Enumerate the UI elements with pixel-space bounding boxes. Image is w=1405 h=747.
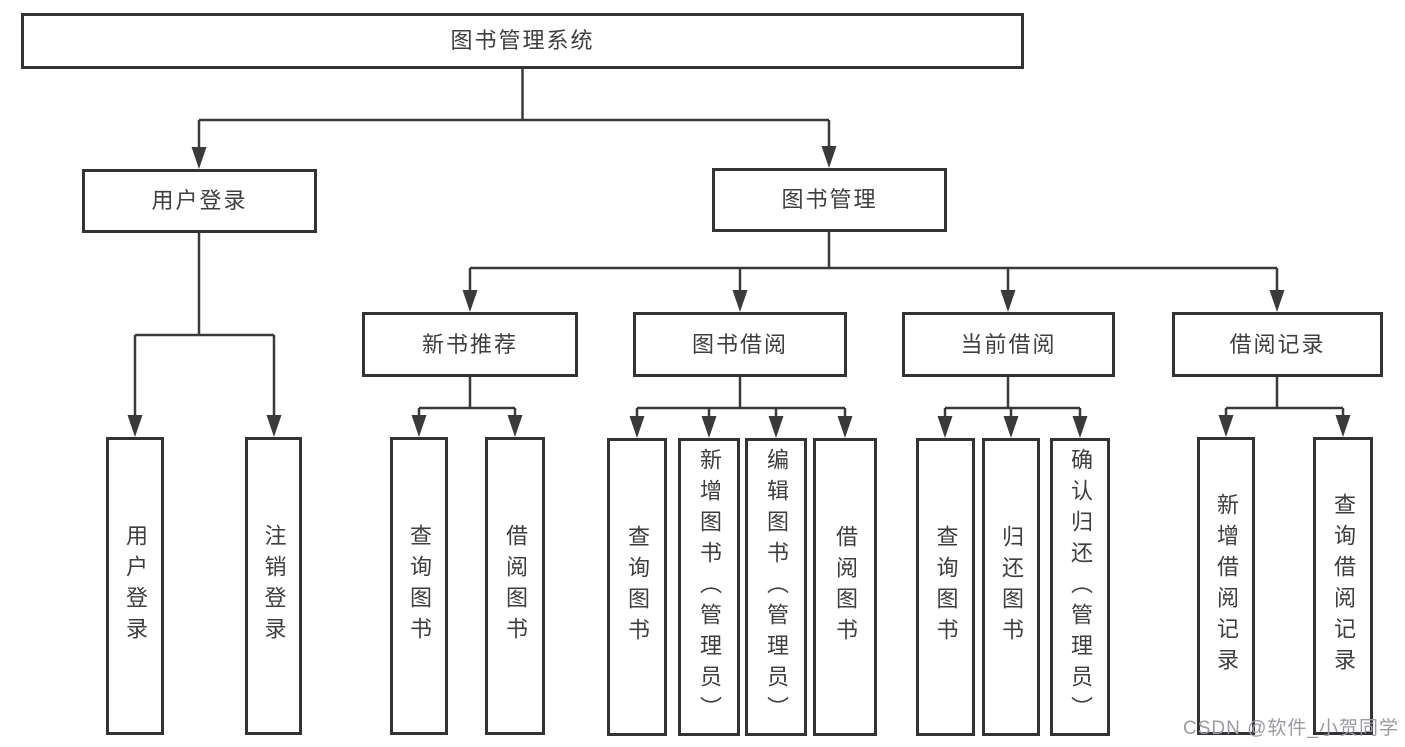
connector-new-book-recommend-to-leaves: [411, 377, 523, 437]
node-label: 归还图书: [999, 525, 1024, 649]
node-label: 确认归还（管理员）: [1068, 447, 1093, 727]
connector-book-management-to-level3: [462, 232, 1285, 312]
node-leaf-add-borrow-record: 新增借阅记录: [1197, 437, 1255, 735]
node-label: 用户登录: [123, 524, 148, 648]
node-label: 借阅图书: [503, 524, 528, 648]
node-label: 查询图书: [407, 524, 432, 648]
node-leaf-borrow-books-borrowing: 借阅图书: [813, 438, 877, 736]
node-label: 图书借阅: [691, 331, 788, 357]
node-label: 当前借阅: [960, 331, 1057, 357]
node-user-login: 用户登录: [82, 169, 317, 233]
node-leaf-user-login: 用户登录: [106, 437, 164, 735]
connector-root-to-level2: [191, 69, 837, 169]
node-book-borrowing: 图书借阅: [633, 312, 847, 377]
node-label: 查询借阅记录: [1331, 493, 1356, 679]
node-root-system: 图书管理系统: [21, 13, 1024, 69]
node-label: 编辑图书（管理员）: [764, 447, 789, 727]
node-label: 注销登录: [261, 524, 287, 648]
node-label: 新书推荐: [421, 331, 518, 357]
node-label: 新增图书（管理员）: [697, 447, 722, 727]
node-leaf-logout: 注销登录: [245, 437, 302, 735]
node-label: 查询图书: [933, 525, 959, 649]
connector-book-borrowing-to-leaves: [629, 377, 853, 438]
node-leaf-confirm-return-admin: 确认归还（管理员）: [1050, 438, 1110, 736]
node-leaf-query-borrow-record: 查询借阅记录: [1313, 437, 1373, 735]
node-leaf-return-books: 归还图书: [982, 438, 1040, 736]
node-leaf-edit-books-admin: 编辑图书（管理员）: [745, 438, 807, 736]
connector-borrowing-records-to-leaves: [1218, 377, 1351, 437]
node-label: 用户登录: [151, 188, 248, 213]
node-current-borrowing: 当前借阅: [902, 312, 1115, 377]
node-leaf-query-books-borrowing: 查询图书: [607, 438, 667, 736]
node-borrowing-records: 借阅记录: [1172, 312, 1383, 377]
node-leaf-add-books-admin: 新增图书（管理员）: [678, 438, 740, 736]
node-leaf-borrow-books-recommend: 借阅图书: [485, 437, 545, 735]
node-label: 新增借阅记录: [1214, 493, 1239, 679]
connector-current-borrowing-to-leaves: [937, 377, 1088, 438]
node-label: 图书管理: [781, 187, 878, 212]
node-leaf-query-books-current: 查询图书: [916, 438, 975, 736]
node-label: 查询图书: [625, 525, 650, 649]
node-leaf-query-books-recommend: 查询图书: [390, 437, 448, 735]
node-label: 借阅图书: [833, 525, 858, 649]
csdn-watermark: CSDN @软件_小贺同学: [1183, 718, 1399, 739]
connector-user-login-to-leaves: [127, 233, 282, 437]
node-label: 借阅记录: [1229, 331, 1326, 357]
node-book-management: 图书管理: [712, 168, 947, 232]
node-label: 图书管理系统: [450, 28, 595, 53]
node-new-book-recommend: 新书推荐: [362, 312, 578, 377]
